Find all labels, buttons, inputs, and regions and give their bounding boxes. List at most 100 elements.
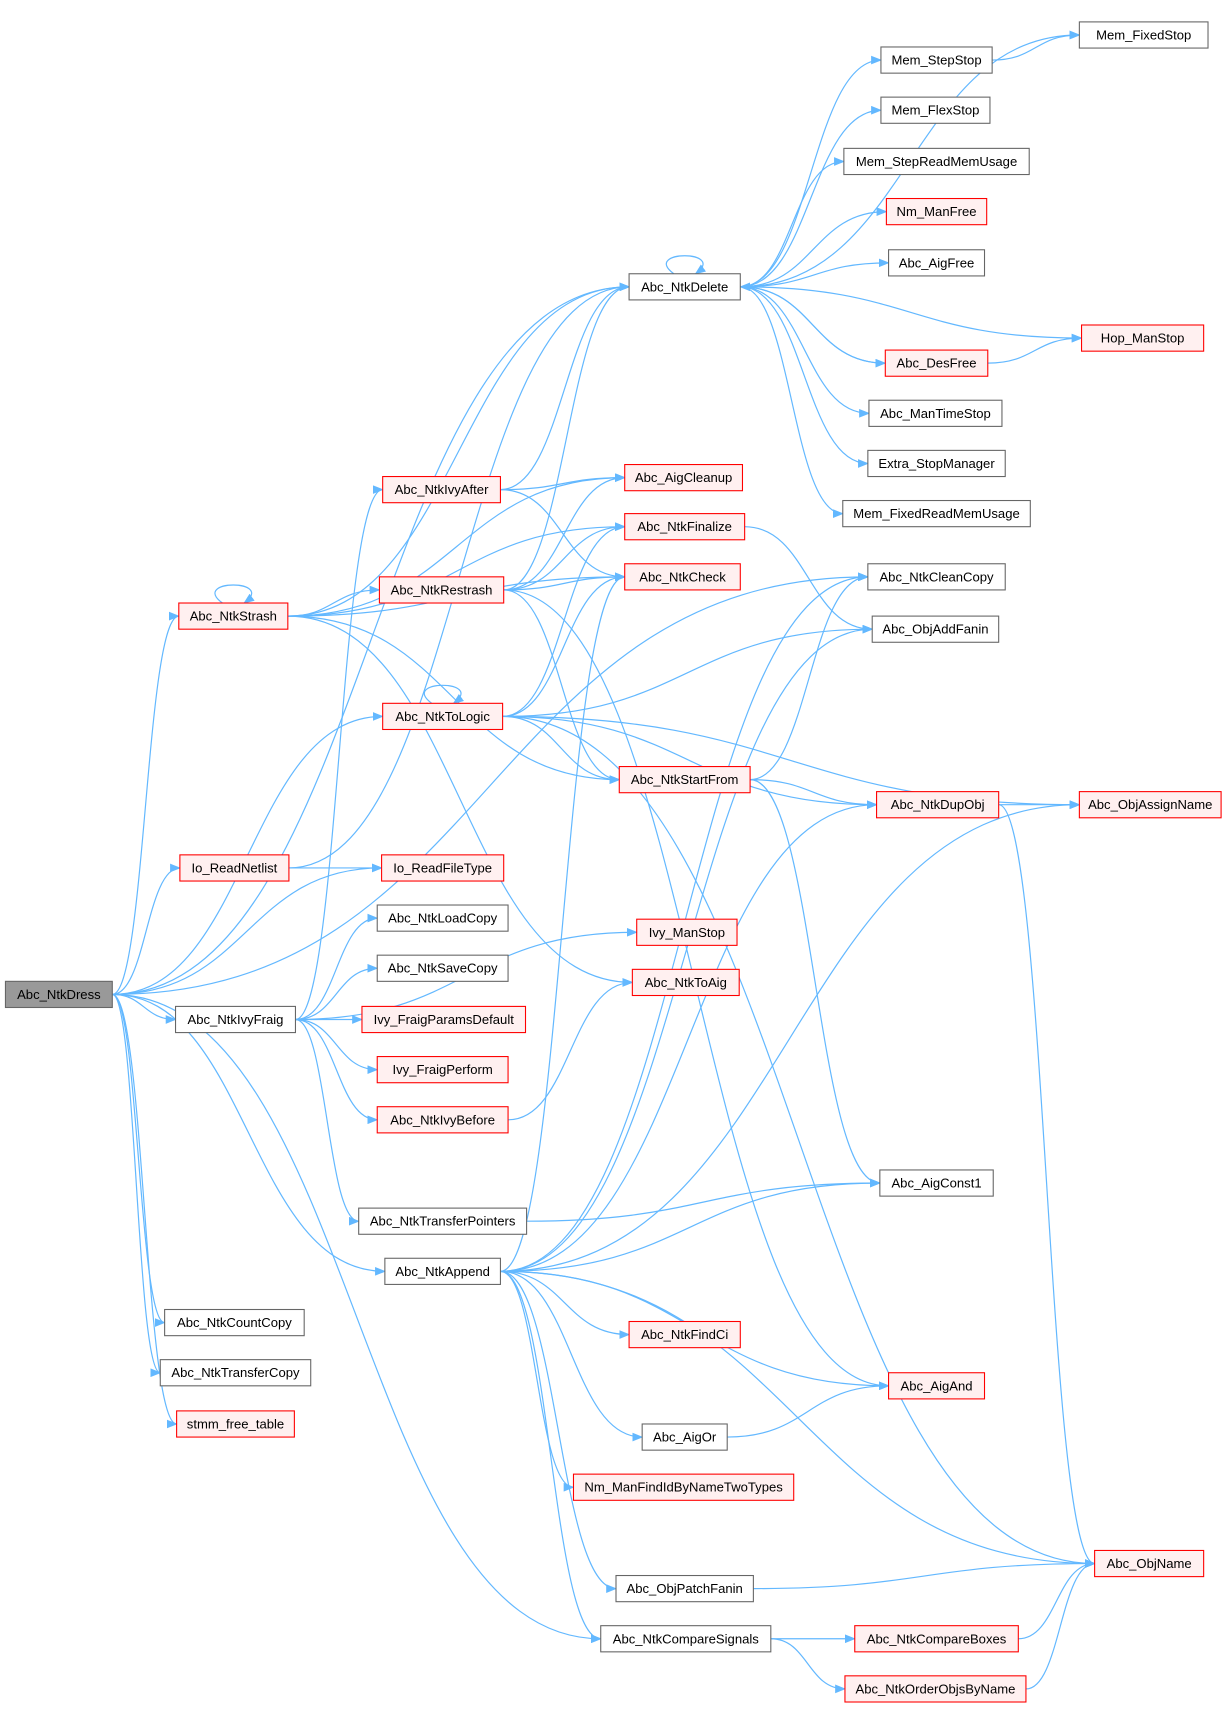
node-box [361, 1005, 527, 1034]
node-startfrom[interactable]: Abc_NtkStartFrom [618, 766, 751, 794]
edge-startfrom-to-aigconst1 [750, 779, 881, 1188]
node-ivyfraig[interactable]: Abc_NtkIvyFraig [174, 1005, 297, 1034]
node-countcopy[interactable]: Abc_NtkCountCopy [164, 1308, 305, 1337]
node-label: Abc_NtkFindCi [641, 1327, 728, 1342]
node-memfixedstop[interactable]: Mem_FixedStop [1078, 21, 1209, 49]
node-label: Abc_NtkCheck [639, 569, 726, 584]
node-objname[interactable]: Abc_ObjName [1094, 1549, 1205, 1578]
node-addfanin[interactable]: Abc_ObjAddFanin [871, 615, 1000, 643]
node-box [636, 918, 738, 946]
node-label: Abc_ObjAssignName [1088, 797, 1212, 812]
node-aigor[interactable]: Abc_AigOr [641, 1423, 728, 1451]
edge-ivyfraig-to-loadcopy [295, 913, 379, 1021]
node-label: Mem_StepReadMemUsage [856, 154, 1017, 169]
edge-delete-to-extrastop [740, 286, 869, 468]
node-loadcopy[interactable]: Abc_NtkLoadCopy [376, 904, 509, 932]
node-box [1078, 21, 1209, 49]
edge-strash-to-restrash [287, 585, 381, 617]
node-dupobj[interactable]: Abc_NtkDupObj [876, 791, 1000, 819]
node-nmmanfree[interactable]: Nm_ManFree [885, 197, 988, 226]
node-readnetlist[interactable]: Io_ReadNetlist [179, 854, 290, 882]
node-box [884, 349, 989, 377]
node-label: Abc_NtkToLogic [395, 709, 490, 724]
node-label: Abc_NtkCountCopy [177, 1315, 292, 1330]
node-label: Hop_ManStop [1101, 331, 1185, 346]
node-box [376, 904, 509, 932]
node-aigconst1[interactable]: Abc_AigConst1 [879, 1169, 994, 1197]
node-comparesignals[interactable]: Abc_NtkCompareSignals [600, 1625, 772, 1653]
edge-tologic-to-tologic [423, 684, 465, 704]
edge-append-to-patchfanin [500, 1270, 618, 1593]
node-restrash[interactable]: Abc_NtkRestrash [378, 576, 505, 604]
node-orderobjs[interactable]: Abc_NtkOrderObjsByName [844, 1675, 1027, 1703]
node-box [382, 475, 501, 504]
edge-aigor-to-aigand [727, 1381, 890, 1438]
node-cleancopy[interactable]: Abc_NtkCleanCopy [867, 563, 1006, 591]
node-desfree[interactable]: Abc_DesFree [884, 349, 989, 377]
edge-tologic-to-check [502, 572, 626, 718]
edge-ivybefore-to-toaig [508, 978, 634, 1121]
node-mantimestop[interactable]: Abc_ManTimeStop [868, 399, 1003, 427]
node-memflexstop[interactable]: Mem_FlexStop [880, 96, 991, 124]
node-box [1078, 791, 1222, 819]
node-memstepstop[interactable]: Mem_StepStop [880, 46, 993, 74]
edge-append-to-aigconst1 [500, 1178, 881, 1272]
node-assignname[interactable]: Abc_ObjAssignName [1078, 791, 1222, 819]
node-tologic[interactable]: Abc_NtkToLogic [382, 702, 504, 731]
node-box [376, 1056, 509, 1084]
node-memstepread[interactable]: Mem_StepReadMemUsage [843, 147, 1030, 176]
node-label: Ivy_FraigPerform [392, 1062, 492, 1077]
node-dress[interactable]: Abc_NtkDress [4, 980, 113, 1009]
node-patchfanin[interactable]: Abc_ObjPatchFanin [615, 1574, 754, 1603]
edge-append-to-assignname [500, 800, 1081, 1272]
node-append[interactable]: Abc_NtkAppend [384, 1257, 501, 1285]
edge-dress-to-readfiletype [112, 863, 383, 996]
node-hopmanstop[interactable]: Hop_ManStop [1080, 324, 1205, 352]
node-box [624, 513, 746, 541]
node-ivybefore[interactable]: Abc_NtkIvyBefore [376, 1106, 509, 1134]
node-stmmfree[interactable]: stmm_free_table [176, 1410, 295, 1438]
node-ivyafter[interactable]: Abc_NtkIvyAfter [382, 475, 501, 504]
node-aigand[interactable]: Abc_AigAnd [888, 1372, 986, 1400]
node-label: Abc_NtkCompareSignals [613, 1631, 760, 1646]
node-label: Abc_NtkAppend [395, 1264, 490, 1279]
node-finalize[interactable]: Abc_NtkFinalize [624, 513, 746, 541]
node-fraigperform[interactable]: Ivy_FraigPerform [376, 1056, 509, 1084]
edge-desfree-to-delete [739, 282, 886, 364]
node-extrastop[interactable]: Extra_StopManager [867, 449, 1006, 478]
node-box [618, 766, 751, 794]
edge-delete-to-hopmanstop [740, 286, 1083, 343]
node-transfercopy[interactable]: Abc_NtkTransferCopy [159, 1359, 312, 1387]
node-label: Abc_DesFree [897, 356, 977, 371]
node-box [631, 968, 740, 997]
node-box [600, 1625, 772, 1653]
node-compareboxes[interactable]: Abc_NtkCompareBoxes [854, 1625, 1019, 1653]
node-savecopy[interactable]: Abc_NtkSaveCopy [376, 954, 509, 982]
edge-delete-to-aigfree [740, 258, 890, 288]
node-findci[interactable]: Abc_NtkFindCi [628, 1320, 741, 1349]
node-nmfind[interactable]: Nm_ManFindIdByNameTwoTypes [572, 1473, 795, 1501]
node-box [572, 1473, 795, 1501]
node-aigcleanup[interactable]: Abc_AigCleanup [624, 464, 744, 492]
edge-dress-to-transfercopy [111, 993, 162, 1377]
edge-restrash-to-finalize [503, 522, 626, 591]
node-box [844, 1675, 1027, 1703]
edge-delete-to-nmmanfree [740, 207, 888, 288]
node-memfixedread[interactable]: Mem_FixedReadMemUsage [842, 499, 1031, 528]
node-readfiletype[interactable]: Io_ReadFileType [381, 854, 505, 882]
edge-comparesignals-to-orderobjs [770, 1638, 847, 1694]
node-box [876, 791, 1000, 819]
node-delete[interactable]: Abc_NtkDelete [628, 273, 741, 301]
node-fraigparams[interactable]: Ivy_FraigParamsDefault [361, 1005, 527, 1034]
node-aigfree[interactable]: Abc_AigFree [888, 249, 986, 277]
node-label: Abc_NtkSaveCopy [388, 961, 498, 976]
node-box [1080, 324, 1205, 352]
node-box [628, 1320, 741, 1349]
node-toaig[interactable]: Abc_NtkToAig [631, 968, 740, 997]
node-box [178, 602, 289, 630]
node-check[interactable]: Abc_NtkCheck [624, 563, 741, 591]
node-box [376, 1106, 509, 1134]
node-strash[interactable]: Abc_NtkStrash [178, 602, 289, 630]
node-ivymanstop[interactable]: Ivy_ManStop [636, 918, 738, 946]
node-transferptrs[interactable]: Abc_NtkTransferPointers [358, 1207, 528, 1235]
